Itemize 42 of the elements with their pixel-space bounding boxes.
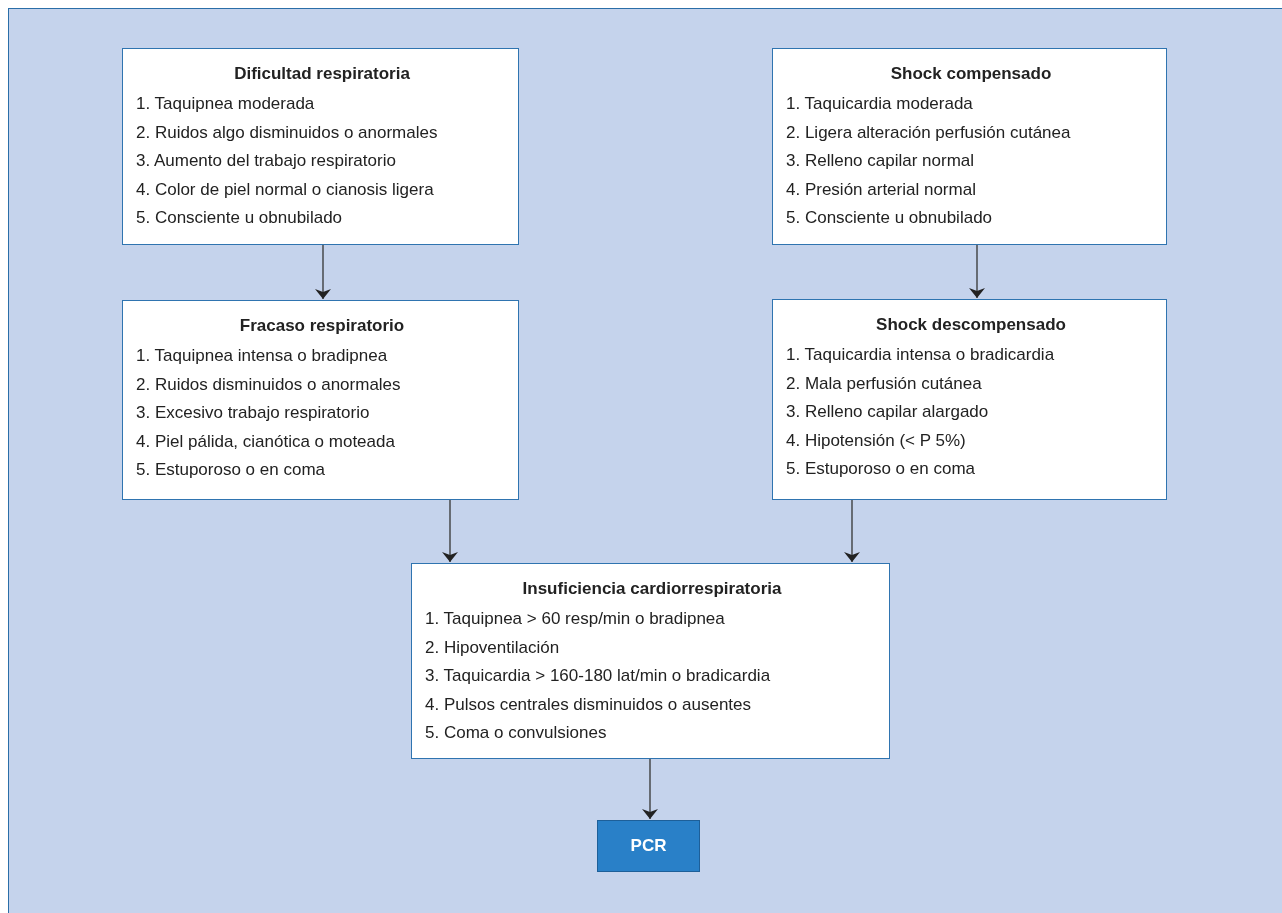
list-item: 3. Relleno capilar alargado	[786, 401, 990, 424]
list-item: 3. Excesivo trabajo respiratorio	[136, 402, 371, 425]
list-item: 4. Presión arterial normal	[786, 178, 977, 201]
list-item: 4. Hipotensión (< P 5%)	[786, 429, 967, 452]
box-heading: Insuficiencia cardiorrespiratoria	[521, 578, 783, 600]
list-item: 4. Pulsos centrales disminuidos o ausentes	[425, 693, 752, 716]
terminal-box	[597, 820, 700, 872]
list-item: 2. Ruidos disminuidos o anormales	[136, 373, 402, 396]
list-item: 4. Piel pálida, cianótica o moteada	[136, 430, 396, 453]
list-item: 5. Estuporoso o en coma	[136, 459, 326, 482]
list-item: 2. Ligera alteración perfusión cutánea	[786, 121, 1072, 144]
box-heading: Shock compensado	[889, 63, 1053, 85]
process-box	[411, 563, 890, 759]
list-item: 5. Consciente u obnubilado	[136, 207, 344, 230]
process-box	[772, 48, 1167, 245]
list-item: 3. Taquicardia > 160-180 lat/min o bradicardia	[425, 665, 772, 688]
box-heading: PCR	[630, 835, 667, 857]
list-item: 1. Taquicardia moderada	[786, 93, 974, 115]
list-item: 2. Hipoventilación	[425, 636, 561, 659]
box-heading: Fracaso respiratorio	[238, 315, 406, 337]
list-item: 2. Ruidos algo disminuidos o anormales	[136, 121, 439, 144]
arrow	[969, 244, 985, 299]
process-box	[772, 299, 1167, 500]
list-item: 1. Taquicardia intensa o bradicardia	[786, 344, 1056, 366]
arrow	[442, 499, 458, 563]
list-item: 1. Taquipnea intensa o bradipnea	[136, 345, 389, 367]
process-box	[122, 48, 519, 245]
list-item: 4. Color de piel normal o cianosis ligera	[136, 178, 435, 201]
list-item: 3. Relleno capilar normal	[786, 150, 976, 173]
process-box	[122, 300, 519, 500]
arrow	[315, 244, 331, 300]
list-item: 5. Consciente u obnubilado	[786, 207, 994, 230]
list-item: 2. Mala perfusión cutánea	[786, 372, 983, 395]
box-heading: Shock descompensado	[875, 314, 1067, 336]
list-item: 3. Aumento del trabajo respiratorio	[136, 150, 397, 173]
list-item: 1. Taquipnea > 60 resp/min o bradipnea	[425, 608, 726, 630]
list-item: 5. Coma o convulsiones	[425, 722, 608, 745]
list-item: 1. Taquipnea moderada	[136, 93, 316, 115]
list-item: 5. Estuporoso o en coma	[786, 458, 976, 481]
box-heading: Dificultad respiratoria	[233, 63, 411, 85]
arrow	[642, 758, 658, 820]
arrow	[844, 499, 860, 563]
